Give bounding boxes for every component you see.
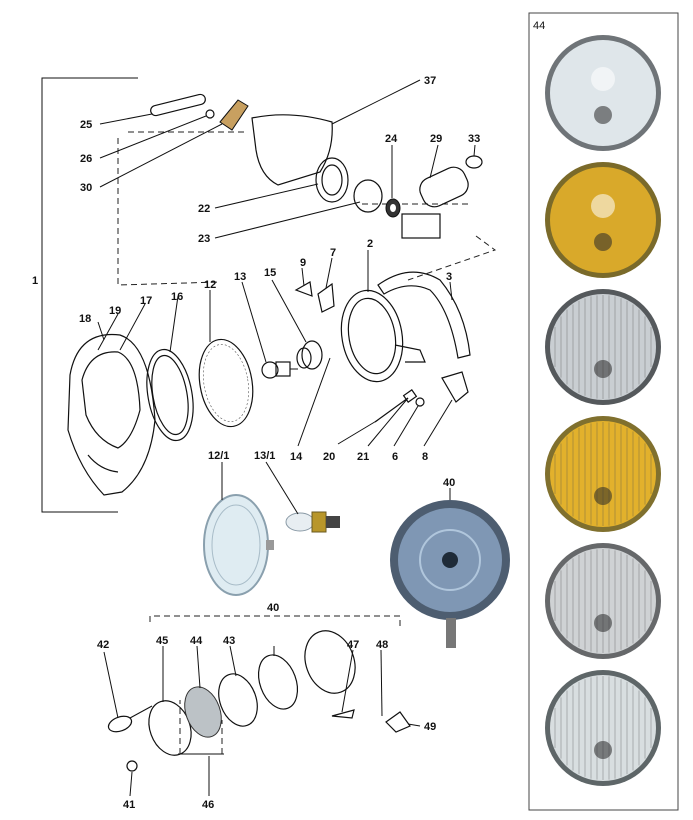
headlamp-bucket-part xyxy=(340,289,426,383)
callout-14: 14 xyxy=(290,451,303,463)
lens-panel-label: 44 xyxy=(533,20,546,32)
motor-part-29 xyxy=(401,166,469,239)
h4-bulb-photo-13-1 xyxy=(285,511,340,533)
callout-40-photo: 40 xyxy=(443,477,455,489)
clip-part-47 xyxy=(331,709,355,719)
callout-1: 1 xyxy=(32,275,38,287)
callout-26: 26 xyxy=(80,153,92,165)
callout-43: 43 xyxy=(223,635,235,647)
lens-variant-6 xyxy=(545,670,661,786)
lens-part-44 xyxy=(184,686,222,738)
callout-12-1: 12/1 xyxy=(208,450,229,462)
fog-lamp-photo-40 xyxy=(390,500,510,648)
spring-part-21 xyxy=(402,389,418,403)
leader-lines xyxy=(97,79,476,797)
lens-variant-4 xyxy=(545,416,661,532)
sealed-beam-photo-12-1 xyxy=(203,494,274,596)
callout-37: 37 xyxy=(424,75,436,87)
mounting-plate-part-37 xyxy=(251,114,333,186)
callout-29: 29 xyxy=(430,133,442,145)
headlamp-lens-part xyxy=(198,338,254,428)
bulb-part-42 xyxy=(107,705,153,733)
cap-part-33 xyxy=(465,155,483,169)
callout-7: 7 xyxy=(330,247,336,259)
seal-ring-part-24 xyxy=(385,198,401,218)
callout-19: 19 xyxy=(109,305,121,317)
callout-25: 25 xyxy=(80,119,92,131)
callout-46: 46 xyxy=(202,799,214,811)
housing-part-lamp xyxy=(304,630,356,694)
callout-18: 18 xyxy=(79,313,91,325)
grommet-part-26 xyxy=(205,109,215,119)
callout-33: 33 xyxy=(468,133,480,145)
callout-44-part: 44 xyxy=(190,635,203,647)
rim-ring-part xyxy=(146,348,194,442)
lens-variant-1 xyxy=(545,35,661,151)
lens-variant-5 xyxy=(545,543,661,659)
callout-49: 49 xyxy=(424,721,436,733)
lamp-base-part-22 xyxy=(315,157,349,203)
bracket-part-49 xyxy=(385,711,411,733)
callout-22: 22 xyxy=(198,203,210,215)
fender-trim-part xyxy=(377,271,471,359)
bracket-part-8 xyxy=(441,371,469,403)
callout-2: 2 xyxy=(367,238,373,250)
callout-42: 42 xyxy=(97,639,109,651)
callout-20: 20 xyxy=(323,451,335,463)
shield-part xyxy=(257,654,299,710)
bracket-part-7 xyxy=(317,282,335,313)
callout-12: 12 xyxy=(204,279,216,291)
dashed-guides xyxy=(117,131,497,755)
gasket-part-43 xyxy=(218,673,258,727)
callout-24: 24 xyxy=(385,133,398,145)
lens-variant-3 xyxy=(545,289,661,405)
socket-part xyxy=(296,340,323,370)
group-bracket-1 xyxy=(41,77,138,513)
callout-48: 48 xyxy=(376,639,388,651)
bracket-part-30 xyxy=(219,99,249,131)
cup-part-23 xyxy=(353,179,383,213)
callout-13: 13 xyxy=(234,271,246,283)
callout-41: 41 xyxy=(123,799,135,811)
nut-part-6 xyxy=(415,397,425,407)
callout-45: 45 xyxy=(156,635,168,647)
callout-labels: 1 2 3 6 7 8 9 12 12/1 13 13/1 14 15 16 1… xyxy=(32,75,480,811)
callout-47: 47 xyxy=(347,639,359,651)
callout-8: 8 xyxy=(422,451,428,463)
housing-shell-part xyxy=(67,333,156,496)
tube-part-25 xyxy=(150,93,206,117)
callout-40-group: 40 xyxy=(267,602,279,614)
lens-variant-2 xyxy=(545,162,661,278)
bulb-part-41 xyxy=(126,760,138,772)
callout-30: 30 xyxy=(80,182,92,194)
clip-part-9 xyxy=(294,281,313,297)
callout-3: 3 xyxy=(446,271,452,283)
callout-17: 17 xyxy=(140,295,152,307)
callout-21: 21 xyxy=(357,451,369,463)
callout-16: 16 xyxy=(171,291,183,303)
callout-9: 9 xyxy=(300,257,306,269)
lens-variants-panel xyxy=(528,12,679,811)
callout-13-1: 13/1 xyxy=(254,450,275,462)
callout-6: 6 xyxy=(392,451,398,463)
callout-15: 15 xyxy=(264,267,276,279)
callout-23: 23 xyxy=(198,233,210,245)
screw-part-20 xyxy=(374,397,409,423)
bulb-part xyxy=(261,361,298,379)
